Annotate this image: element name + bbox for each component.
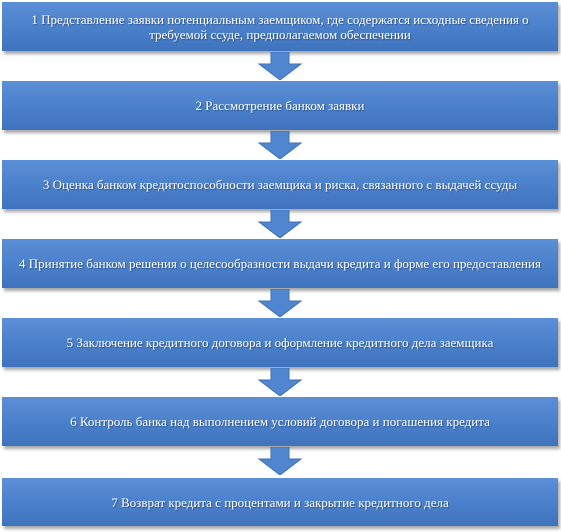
down-arrow-icon [257,210,303,238]
step-label-3: 3 Оценка банком кредитоспособности заемщ… [42,177,518,192]
step-label-6: 6 Контроль банка над выполнением условий… [70,414,490,429]
step-label-7: 7 Возврат кредита с процентами и закрыти… [111,494,449,510]
down-arrow-icon [257,131,303,159]
down-arrow-icon [257,447,303,475]
step-label-1: 1 Представление заявки потенциальным зае… [31,11,529,42]
down-arrow-icon [257,52,303,80]
step-label-5: 5 Заключение кредитного договора и оформ… [66,335,494,350]
down-arrow-icon [257,289,303,317]
step-box-5: 5 Заключение кредитного договора и оформ… [2,318,558,367]
step-box-6: 6 Контроль банка над выполнением условий… [2,397,558,446]
step-box-4: 4 Принятие банком решения о целесообразн… [2,239,558,288]
step-box-7: 7 Возврат кредита с процентами и закрыти… [2,478,558,526]
step-box-1: 1 Представление заявки потенциальным зае… [2,2,558,51]
step-box-2: 2 Рассмотрение банком заявки [2,81,558,130]
down-arrow-icon [257,368,303,396]
step-label-4: 4 Принятие банком решения о целесообразн… [19,256,541,271]
step-box-3: 3 Оценка банком кредитоспособности заемщ… [2,160,558,209]
step-label-2: 2 Рассмотрение банком заявки [195,98,365,113]
